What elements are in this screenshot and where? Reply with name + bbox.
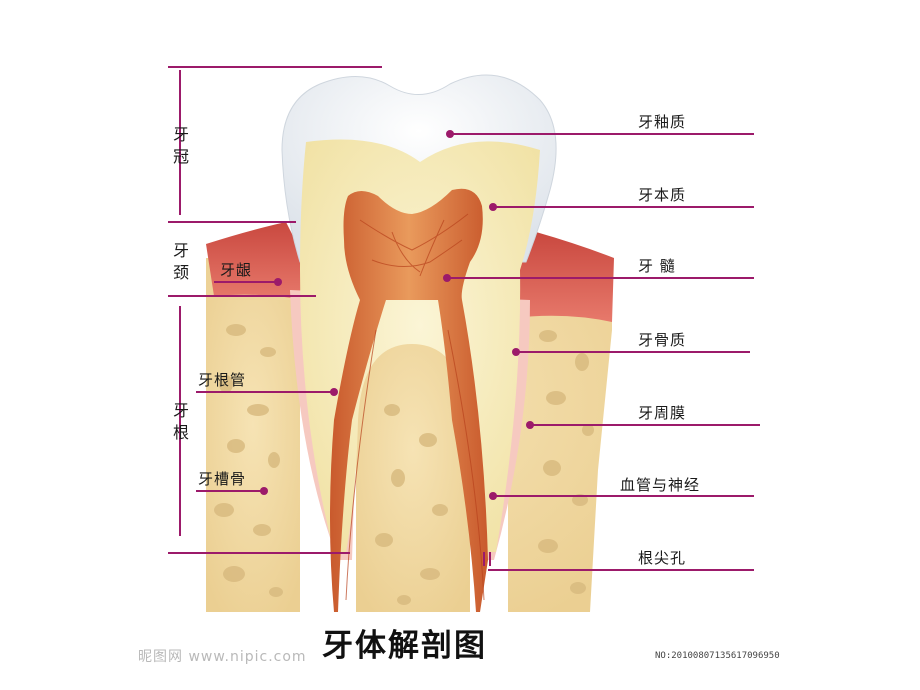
serial-number: NO:20100807135617096950 — [655, 651, 780, 661]
label-gingiva: 牙龈 — [220, 261, 253, 279]
label-apical-foramen: 根尖孔 — [638, 549, 687, 567]
diagram-title: 牙体解剖图 — [322, 628, 487, 664]
watermark-text: 昵图网 www.nipic.com — [138, 649, 307, 665]
label-cementum: 牙骨质 — [638, 331, 687, 349]
label-vessels-nerves: 血管与神经 — [620, 476, 701, 494]
pulp-shape — [330, 188, 488, 612]
label-alveolar-bone: 牙槽骨 — [198, 470, 247, 488]
bone-spots — [214, 324, 594, 605]
label-root-canal: 牙根管 — [198, 371, 247, 389]
label-enamel: 牙釉质 — [638, 113, 687, 131]
region-crown-label: 牙冠 — [172, 125, 189, 166]
label-dentin: 牙本质 — [638, 186, 687, 204]
label-periodontal-membrane: 牙周膜 — [638, 404, 687, 422]
leader-dots — [260, 130, 534, 500]
label-pulp: 牙 髓 — [638, 257, 676, 275]
region-neck-label: 牙颈 — [172, 241, 189, 282]
leader-lines — [168, 66, 760, 571]
pulp-vessels — [345, 213, 485, 601]
region-root-label: 牙根 — [172, 401, 189, 442]
